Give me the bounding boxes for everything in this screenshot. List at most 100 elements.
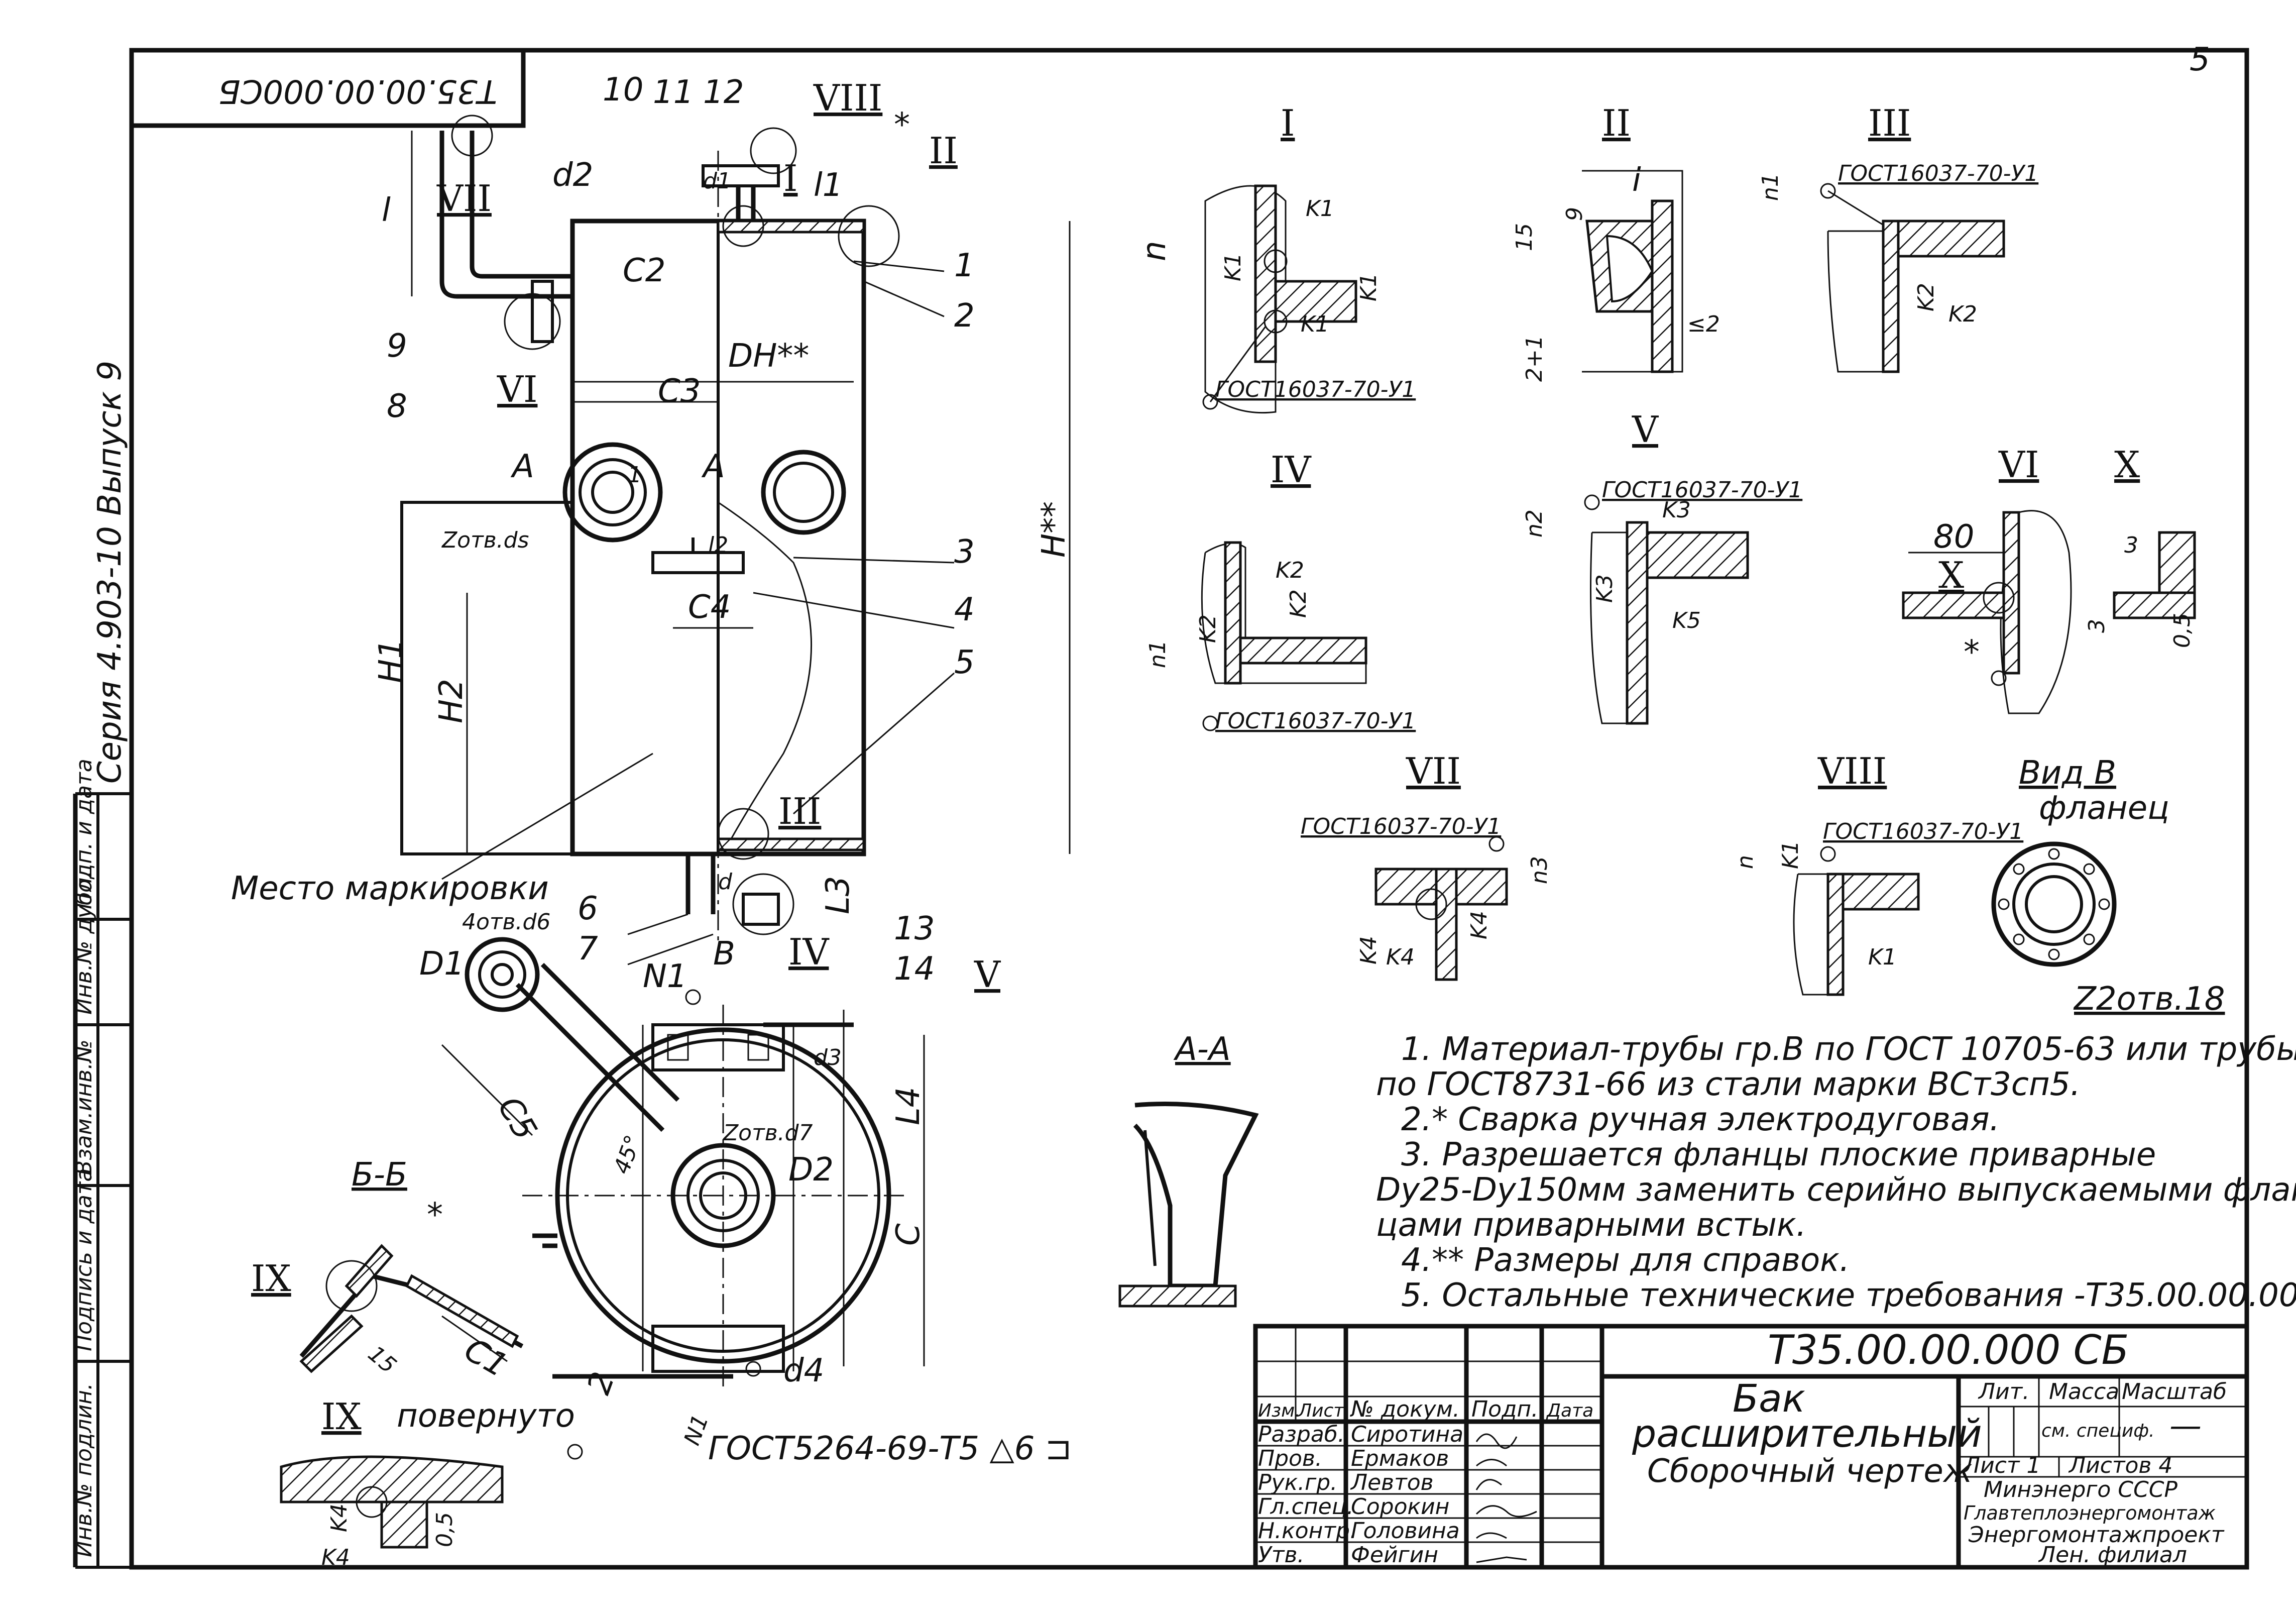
title-x: X [2114, 444, 2140, 486]
tb-col-podp: Подп. [1471, 1396, 1538, 1422]
lbl-h1: H1 [373, 638, 410, 683]
note-line-1: 1. Материал-трубы гр.В по ГОСТ 10705-63 … [1401, 1031, 2296, 1068]
detail-vii: ГОСТ16037-70-У1 n3 K4 K4 K4 [1301, 814, 1552, 981]
lbl-d1-plan: D1 [419, 945, 465, 983]
title-v: V [1632, 408, 1659, 451]
lbl-4: 4 [954, 591, 975, 628]
tb-role-0: Разраб. [1258, 1422, 1345, 1447]
notes: 1. Материал-трубы гр.В по ГОСТ 10705-63 … [1376, 1031, 2296, 1314]
lbl-d2: d2 [552, 157, 593, 194]
tb-lit: Лит. [1978, 1379, 2029, 1405]
tb-name-3: Сорокин [1351, 1494, 1449, 1520]
title-viii: VIII [1817, 750, 1887, 792]
tb-sheets: Листов 4 [2068, 1453, 2172, 1478]
tb-role-4: Н.контр. [1258, 1518, 1357, 1544]
lbl-ii: II [929, 130, 958, 172]
gost-vii: ГОСТ16037-70-У1 [1301, 814, 1501, 839]
tb-scale: Масштаб [2122, 1379, 2227, 1405]
lbl-i-k1d: K1 [1356, 273, 1382, 301]
lbl-c2: C2 [623, 252, 665, 289]
lbl-vi: VI [497, 368, 537, 410]
tb-role-2: Рук.гр. [1258, 1470, 1337, 1495]
lbl-1b: 1 [628, 462, 642, 488]
gost-iv: ГОСТ16037-70-У1 [1215, 708, 1416, 734]
lbl-iv-k2a: K2 [1276, 558, 1304, 583]
lbl-5: 5 [954, 644, 975, 681]
lbl-iv-n1: n1 [1145, 640, 1171, 668]
lbl-ii-9: 9 [1562, 207, 1587, 221]
stamp-box: Т35.00.00.000СБ [129, 48, 526, 128]
lbl-z-ds: Zотв.ds [441, 527, 529, 553]
tb-sheet: Лист 1 [1963, 1453, 2040, 1478]
lbl-h: H** [1036, 501, 1073, 558]
lbl-ii-le2: ≤2 [1687, 311, 1720, 337]
tb-name-1: Бак [1733, 1376, 1805, 1421]
detail-titles: I II III IV V VI X VII VIII Вид В фланец… [1271, 102, 2225, 1018]
lbl-ii-i: i [1632, 162, 1641, 199]
lbl-vi-x: X [1938, 554, 1964, 596]
note-line-3: 2.* Сварка ручная электродуговая. [1401, 1101, 2000, 1138]
lbl-n1-top: N1 [643, 958, 687, 995]
lbl-4otv-d6: 4отв.d6 [462, 909, 550, 935]
lbl-vi-star: * [1964, 634, 1980, 671]
lbl-viii: VIII [813, 77, 882, 119]
lbl-d1: d1 [703, 168, 731, 194]
tb-name-4: Головина [1351, 1518, 1460, 1544]
lbl-v-k5: K5 [1672, 608, 1701, 633]
lbl-b: B [713, 935, 735, 973]
lbl-d: d [718, 869, 733, 895]
tb-role-1: Пров. [1258, 1446, 1322, 1471]
stamp-code: Т35.00.00.000СБ [218, 72, 497, 110]
detail-ix: IX повернуто K4 K4 0,5 [280, 1395, 575, 1570]
lbl-d3: d3 [814, 1045, 842, 1070]
lbl-l3: L3 [820, 876, 857, 914]
lbl-iv: IV [788, 931, 830, 973]
detail-i: ГОСТ16037-70-У1 n K1 K1 K1 K1 [1136, 184, 1416, 414]
series-label: Серия 4.903-10 Выпуск 9 [91, 361, 129, 784]
lbl-z2-18: Z2отв.18 [2073, 981, 2225, 1018]
lbl-l4: L4 [890, 1087, 927, 1125]
lbl-l: l [382, 192, 391, 229]
tb-doc-code: Т35.00.00.000 СБ [1768, 1327, 2129, 1373]
title-vid-b: Вид В [2019, 755, 2116, 792]
note-line-4: 3. Разрешается фланцы плоские приварные [1401, 1136, 2156, 1173]
lbl-l2: l2 [708, 532, 728, 558]
note-line-2: по ГОСТ8731-66 из стали марки ВСт3сп5. [1376, 1066, 2081, 1103]
lbl-x-3a: 3 [2124, 532, 2138, 558]
tb-name-5: Фейгин [1351, 1542, 1438, 1568]
tb-col-data: Дата [1546, 1401, 1593, 1421]
tb-org-2: Главтеплоэнергомонтаж [1964, 1502, 2216, 1524]
lbl-a-left: A [510, 448, 534, 485]
title-vii: VII [1406, 750, 1461, 792]
lbl-ii-15: 15 [1512, 223, 1537, 251]
lbl-vii-k4c: K4 [1386, 944, 1415, 970]
note-line-6: цами приварными встык. [1376, 1207, 1806, 1244]
margin-podpis-data: Подпись и дата [71, 1168, 97, 1351]
lbl-9: 9 [387, 328, 407, 365]
tb-col-list: Лист [1297, 1401, 1344, 1421]
lbl-15-bb: 15 [363, 1341, 401, 1378]
lbl-ii-21: 2+1 [1522, 335, 1547, 382]
lbl-a-right: A [701, 448, 725, 485]
tb-org-4: Лен. филиал [2038, 1542, 2187, 1568]
detail-ii: 9 i 15 2+1 ≤2 [1512, 162, 1720, 382]
detail-v: ГОСТ16037-70-У1 n2 K3 K3 K5 [1522, 477, 1802, 725]
title-ii: II [1602, 102, 1631, 144]
lbl-h2: H2 [433, 679, 470, 723]
detail-vid-b [1991, 841, 2117, 967]
margin-podp-data: Подп. и дата [71, 759, 97, 909]
tb-name-0: Сиротина [1351, 1422, 1463, 1447]
lbl-star-bb: * [427, 1197, 443, 1234]
tb-org-3: Энергомонтажпроект [1968, 1522, 2225, 1548]
lbl-1: 1 [954, 247, 975, 284]
lbl-c4: C4 [688, 589, 731, 626]
section-aa: А-А [1118, 1031, 1259, 1308]
gost-i: ГОСТ16037-70-У1 [1215, 377, 1416, 402]
lbl-viii-k1a: K1 [1778, 840, 1803, 869]
lbl-i-n: n [1136, 241, 1173, 261]
lbl-c5: C5 [490, 1091, 544, 1146]
lbl-14: 14 [894, 950, 935, 988]
caption-ix: повернуто [397, 1397, 575, 1435]
left-margin: Инв.№ подлин. Подпись и дата Взам.инв.№ … [71, 361, 132, 1569]
lbl-vii-k4a: K4 [1466, 911, 1492, 939]
